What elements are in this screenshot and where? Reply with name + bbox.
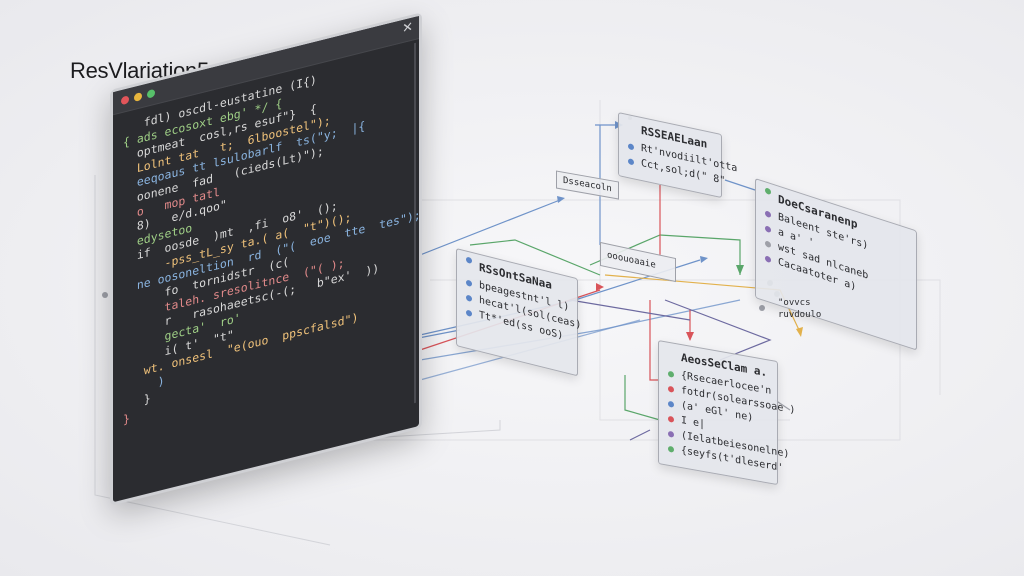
- scrollbar[interactable]: [414, 42, 416, 404]
- code-editor-window[interactable]: ✕ fdl) oscdl-eustatine (I{){ ads ecosoxt…: [110, 12, 422, 507]
- center-node-label: ooouoaaie: [607, 250, 656, 271]
- small-note-row: ruvdoulo: [778, 310, 822, 320]
- minimize-dot-icon[interactable]: [134, 92, 142, 103]
- maximize-dot-icon[interactable]: [147, 88, 155, 99]
- small-note-right: "ovvcs ruvdoulo: [772, 294, 827, 324]
- close-icon[interactable]: ✕: [402, 19, 413, 38]
- small-note-row: "ovvcs: [778, 298, 811, 308]
- close-dot-icon[interactable]: [121, 95, 129, 106]
- card-bottom[interactable]: AeosSeClam a. {Rsecaerlocee'n fotdr(sole…: [658, 340, 795, 486]
